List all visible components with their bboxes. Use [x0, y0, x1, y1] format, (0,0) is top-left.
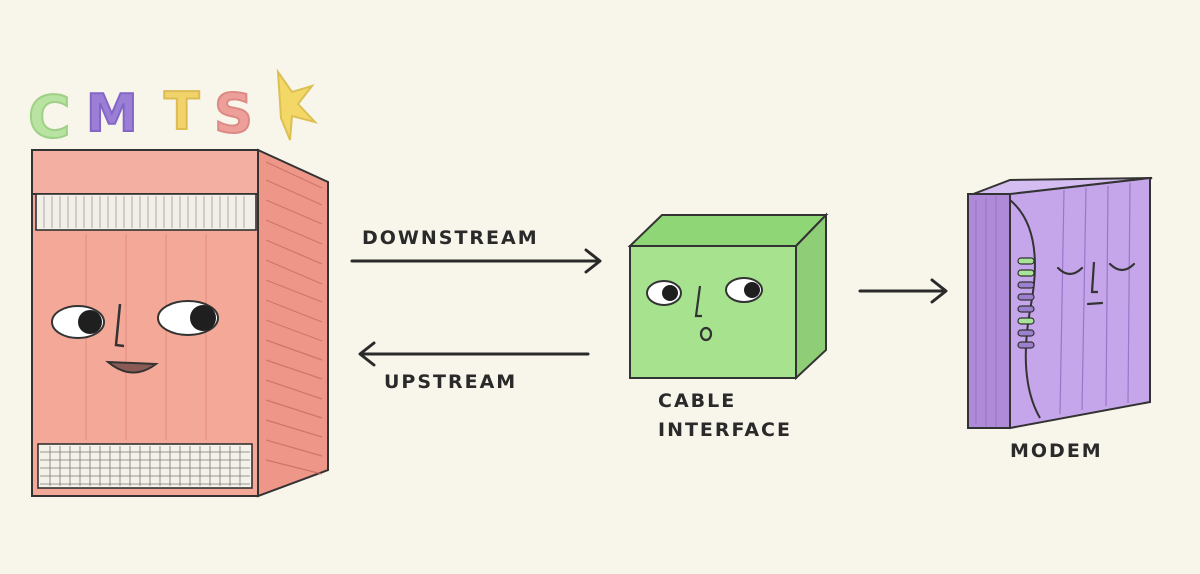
upstream-arrow [358, 341, 590, 367]
cmts-vent-lines [43, 196, 245, 228]
status-light-icon [1017, 281, 1035, 289]
status-light-icon [1017, 329, 1035, 337]
interface-to-modem-arrow [858, 278, 948, 304]
cube-face [646, 277, 763, 342]
title-letter-t: T [164, 82, 200, 142]
cable-interface-label-line2: INTERFACE [658, 419, 792, 441]
modem-face [1056, 261, 1136, 306]
title-letter-c: C [28, 83, 71, 151]
status-light-icon [1017, 257, 1035, 265]
modem-ridges [975, 182, 1131, 426]
modem-status-lights [1017, 257, 1035, 349]
upstream-label: UPSTREAM [384, 371, 517, 393]
sparkle-icon [276, 68, 319, 141]
status-light-icon [1017, 317, 1035, 325]
status-light-icon [1017, 269, 1035, 277]
cable-interface-label-line1: CABLE [658, 390, 736, 412]
cmts-title: C M T S [27, 68, 319, 152]
cmts-side-lines [265, 161, 323, 475]
modem-label: MODEM [1010, 440, 1103, 462]
title-letter-s: S [214, 82, 253, 145]
downstream-arrow [350, 248, 602, 274]
status-light-icon [1017, 341, 1035, 349]
status-light-icon [1017, 305, 1035, 313]
cmts-box [31, 148, 329, 498]
modem-device [967, 176, 1153, 430]
cmts-face [51, 300, 219, 374]
cable-interface-cube [627, 212, 829, 381]
status-light-icon [1017, 293, 1035, 301]
title-letter-m: M [86, 84, 138, 144]
cmts-grille [40, 446, 250, 486]
downstream-label: DOWNSTREAM [362, 227, 539, 249]
